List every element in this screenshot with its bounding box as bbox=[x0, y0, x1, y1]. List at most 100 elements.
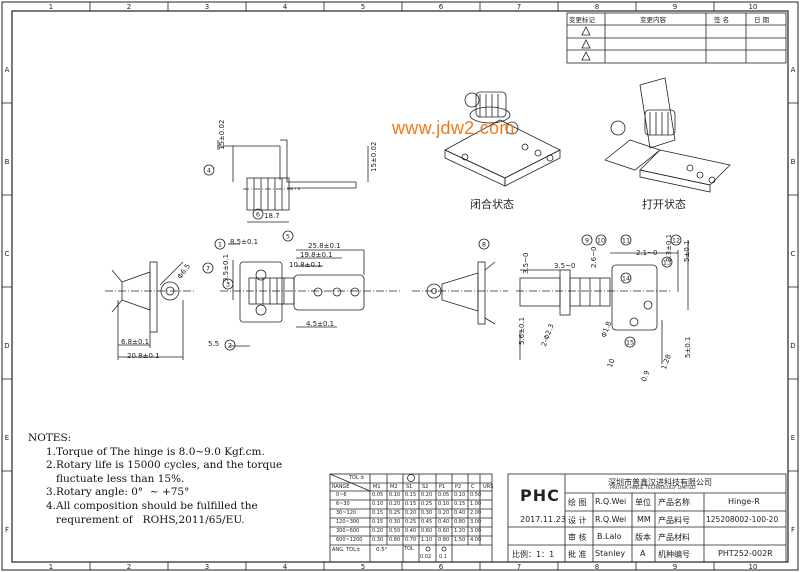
row-label-right: D bbox=[790, 342, 795, 350]
tol-cell: 3.00 bbox=[470, 519, 482, 525]
tol-cell: 1.20 bbox=[454, 528, 466, 534]
balloon-number: 15 bbox=[626, 339, 634, 347]
tol-row-range: 120~300 bbox=[336, 519, 360, 525]
tol-cell: 0.60 bbox=[421, 528, 433, 534]
note-line-1: 1.Torque of The hinge is 8.0~9.0 Kgf.cm. bbox=[46, 445, 265, 458]
tol-cell: 0.25 bbox=[405, 519, 417, 525]
tol-cell: 0.10 bbox=[389, 492, 401, 498]
product-name-value: Hinge-R bbox=[728, 497, 760, 506]
balloon-circle bbox=[202, 262, 214, 274]
balloon-number: 10 bbox=[597, 237, 605, 245]
row-label-right: F bbox=[791, 526, 795, 534]
tol-cell: 0.30 bbox=[389, 519, 401, 525]
tol-cell: 0.25 bbox=[421, 501, 433, 507]
draw-name: R.Q.Wei bbox=[595, 497, 627, 506]
balloon-circle bbox=[620, 272, 632, 284]
dim-6-8: 6.8±0.1 bbox=[121, 338, 150, 346]
row-label-left: C bbox=[5, 250, 10, 258]
column-label-bottom: 3 bbox=[205, 563, 209, 571]
balloon-number: 5 bbox=[286, 233, 290, 241]
revision-table bbox=[566, 12, 787, 64]
balloon-circle bbox=[478, 238, 490, 250]
tol-col-header: P1 bbox=[439, 484, 446, 490]
dim-3-5-0: 3.5~0 bbox=[522, 252, 530, 274]
note-line-4: 3.Rotary angle: 0° ~ +75° bbox=[46, 486, 190, 499]
drawing-date: 2017.11.23 bbox=[520, 515, 566, 524]
tol-row-range: 30~120 bbox=[336, 510, 357, 516]
tol-cell: 0.40 bbox=[438, 519, 450, 525]
column-label-top: 9 bbox=[673, 3, 677, 11]
iso-view-open bbox=[604, 77, 731, 193]
tol-col-header: M1 bbox=[373, 484, 381, 490]
tol-cell: 0.20 bbox=[389, 501, 401, 507]
balloon-circle bbox=[252, 208, 264, 220]
end-view-left bbox=[105, 261, 196, 360]
draw-label: 绘 图 bbox=[568, 498, 587, 507]
tol-cell: 0.50 bbox=[470, 492, 482, 498]
tol-col-header: S2 bbox=[422, 484, 429, 490]
open-state-label: 打开状态 bbox=[642, 198, 686, 211]
balloon-circle bbox=[620, 234, 632, 246]
dim-5-b: 5±0.1 bbox=[684, 336, 692, 358]
row-label-right: E bbox=[791, 434, 795, 442]
balloon-circle bbox=[224, 339, 236, 351]
column-label-top: 2 bbox=[127, 3, 131, 11]
tol-label: TOL bbox=[404, 546, 414, 552]
balloon-number: 11 bbox=[622, 237, 630, 245]
dim-19-8: 19.8±0.1 bbox=[300, 251, 333, 259]
part-no-value: 125208002-100-20 bbox=[706, 515, 779, 524]
balloon-number: 1 bbox=[218, 241, 222, 249]
row-label-right: B bbox=[791, 158, 796, 166]
balloon-number: 4 bbox=[207, 167, 211, 175]
tol-cell: 0.40 bbox=[454, 510, 466, 516]
tol-cell: 0.20 bbox=[421, 492, 433, 498]
tol-cell: 4.00 bbox=[470, 537, 482, 543]
dim-3-5: 3.5±0.1 bbox=[222, 253, 230, 282]
tol-row-range: 300~600 bbox=[336, 528, 360, 534]
tol-row-range: 6~30 bbox=[336, 501, 350, 507]
dim-10-8: 10.8±0.1 bbox=[289, 261, 322, 269]
tol-cell: 0.25 bbox=[389, 510, 401, 516]
version-label: 版本 bbox=[635, 533, 651, 542]
model-label: 机种编号 bbox=[658, 550, 690, 559]
material-label: 产品材料 bbox=[658, 533, 690, 542]
tol-cell: 0.30 bbox=[372, 537, 384, 543]
tol-ang-value: 0.5° bbox=[376, 547, 388, 553]
row-label-left: A bbox=[5, 66, 10, 74]
revision-header-mark: 变更标记 bbox=[569, 16, 595, 24]
top-side-view bbox=[217, 139, 369, 223]
balloon-circle bbox=[581, 234, 593, 246]
revision-triangle-icons bbox=[581, 26, 591, 61]
column-label-bottom: 7 bbox=[517, 563, 521, 571]
product-name-label: 产品名称 bbox=[658, 498, 690, 507]
balloon-number: 8 bbox=[482, 241, 486, 249]
watermark-text: www.jdw2.com bbox=[392, 118, 515, 138]
dim-15-left: 15±0.02 bbox=[218, 119, 226, 150]
tolerance-table-grid bbox=[329, 473, 493, 563]
tol-val-2: 0.1 bbox=[439, 554, 447, 560]
design-name: R.Q.Wei bbox=[595, 515, 627, 524]
model-value: PHT252-002R bbox=[718, 549, 773, 558]
revision-header-content: 变更内容 bbox=[640, 16, 666, 24]
scale-text: 比例：1：1 bbox=[512, 550, 555, 559]
balloon-circle bbox=[282, 230, 294, 242]
unit-label: 单位 bbox=[635, 498, 651, 507]
tol-cell: 0.15 bbox=[405, 492, 417, 498]
tol-range-label: RANGE bbox=[332, 484, 350, 490]
row-label-right: A bbox=[791, 66, 796, 74]
iso-view-closed bbox=[444, 91, 561, 187]
dim-3-3: 3.3±0.1 bbox=[665, 233, 673, 262]
note-line-3: fluctuate less than 15%. bbox=[46, 472, 185, 485]
note-line-2: 2.Rotary life is 15000 cycles, and the t… bbox=[46, 459, 283, 472]
tol-col-header: C bbox=[471, 484, 475, 490]
balloon-circle bbox=[203, 164, 215, 176]
dim-2-1-0: 2.1~0 bbox=[636, 249, 658, 257]
approve-name: Stanley bbox=[595, 549, 626, 558]
column-label-top: 6 bbox=[439, 3, 444, 11]
unit-value: MM bbox=[637, 515, 651, 524]
